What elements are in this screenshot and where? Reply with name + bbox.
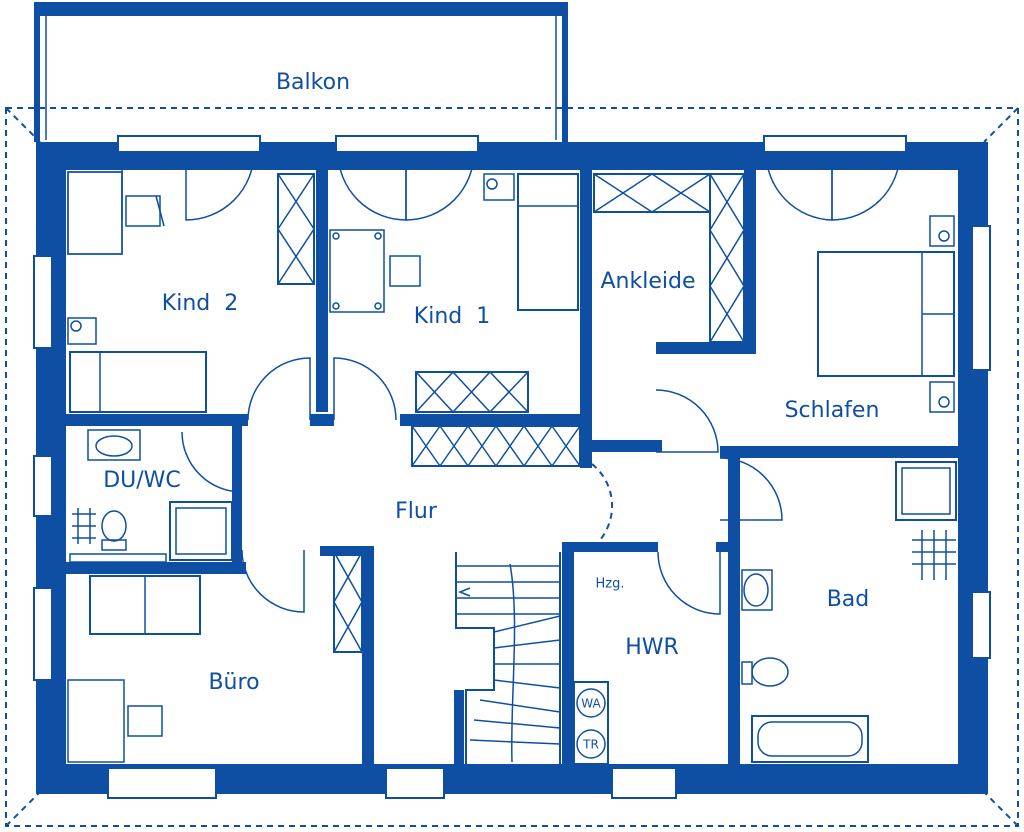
room-label-kind2: Kind 2	[162, 291, 238, 316]
room-label-hwr: HWR	[625, 635, 679, 660]
staircase	[455, 552, 561, 764]
room-label-duwc: DU/WC	[103, 468, 181, 493]
washer-label: WA	[581, 697, 601, 711]
kind2-furniture	[67, 171, 315, 413]
hwr-appliances	[573, 681, 609, 765]
room-label-buero: Büro	[208, 670, 259, 695]
duwc-fixtures	[69, 429, 233, 563]
roof-outline	[5, 107, 1019, 827]
buero-furniture	[67, 551, 363, 763]
room-label-schlafen: Schlafen	[785, 398, 880, 423]
ankleide-wardrobes	[593, 173, 745, 343]
room-label-ankleide: Ankleide	[601, 269, 696, 294]
kind1-furniture	[329, 173, 581, 468]
doors	[121, 151, 901, 615]
schlafen-furniture	[817, 215, 955, 413]
dryer-label: TR	[582, 738, 599, 752]
bad-fixtures	[741, 461, 957, 763]
windows	[33, 135, 991, 799]
room-label-kind1: Kind 1	[414, 304, 490, 329]
room-label-bad: Bad	[827, 587, 870, 612]
room-label-flur: Flur	[395, 499, 438, 524]
balcony	[34, 2, 568, 142]
interior-walls	[66, 170, 958, 764]
room-label-balkon: Balkon	[276, 70, 350, 95]
heating-label: Hzg.	[596, 577, 625, 592]
